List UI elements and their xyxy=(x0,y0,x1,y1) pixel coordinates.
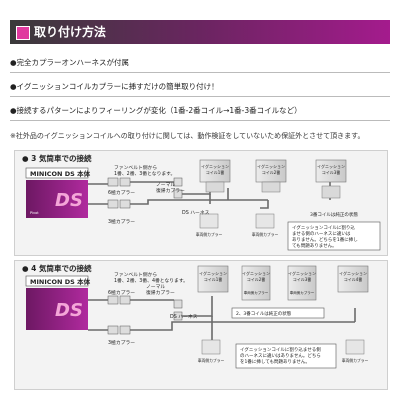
divider xyxy=(10,96,390,97)
svg-text:車両側カプラー: 車両側カプラー xyxy=(244,290,269,295)
svg-text:コイル3番: コイル3番 xyxy=(293,276,312,282)
normal-return-label: 復帰カプラー xyxy=(156,187,185,194)
svg-text:イグニッション: イグニッション xyxy=(339,270,367,276)
svg-text:コイル2番: コイル2番 xyxy=(247,276,266,282)
vehicle-coupler-label: 車両側カプラー xyxy=(342,358,369,363)
caution-box xyxy=(287,221,381,251)
svg-text:イグニッション: イグニッション xyxy=(317,163,345,169)
coil-icon: イグニッション コイル1番 xyxy=(199,159,231,193)
fanbelt-note: ファンベルト側から xyxy=(114,271,157,278)
normal-return-label: 復帰カプラー xyxy=(146,289,175,296)
harness-label: DS ハーネス xyxy=(170,314,198,320)
vehicle-coupler-label: 車両側カプラー xyxy=(252,232,279,237)
caution-line: ありません。どちらを1番に挿し xyxy=(292,236,358,243)
caution-line: イグニッションコイルに割り込ませる側 xyxy=(240,346,321,353)
svg-text:コイル1番: コイル1番 xyxy=(204,276,223,282)
minicon-ds-device-icon: MINICON DS 本体 DS xyxy=(25,275,91,330)
unit-label: MINICON DS 本体 xyxy=(30,169,91,178)
coil-icon: イグニッション コイル1番 xyxy=(197,265,229,293)
svg-text:コイル3番: コイル3番 xyxy=(322,169,341,175)
fanbelt-note: 1番、2番、3番となります。 xyxy=(114,170,175,177)
svg-text:DS: DS xyxy=(55,190,83,211)
caution-line: を1番に挿しても問題ありません。 xyxy=(240,358,310,365)
svg-text:コイル4番: コイル4番 xyxy=(344,276,363,282)
svg-text:コイル2番: コイル2番 xyxy=(262,169,281,175)
coil23-note-box xyxy=(231,307,325,319)
bullet-feeling-change: ●接続するパターンによりフィーリングが変化（1番-2番コイル→1番-3番コイルな… xyxy=(10,106,302,115)
coil-icon: イグニッション コイル4番 xyxy=(337,265,369,293)
vehicle-coupler-label: 車両側カプラー xyxy=(196,232,223,237)
caution-line: のハーネスに違いはありません。どちら xyxy=(240,352,321,359)
divider xyxy=(10,72,390,73)
normal-return-label: ノーマル xyxy=(146,284,165,290)
caution-line: イグニッションコイルに割り込 xyxy=(292,224,355,231)
bullet-coupler-on: ●完全カプラーオンハーネスが付属 xyxy=(10,58,130,67)
coil-icon: イグニッション コイル3番 xyxy=(315,159,347,199)
caution-line: ませる側のハーネスに違いは xyxy=(292,230,351,237)
coil-icon: イグニッション コイル2番 xyxy=(255,159,287,193)
coupler6-label: 6極カプラー xyxy=(108,289,135,296)
header-square-icon xyxy=(16,26,30,40)
bullet-easy-install: ●イグニッションコイルカプラーに挿すだけの簡単取り付け！ xyxy=(10,82,219,91)
svg-text:イグニッション: イグニッション xyxy=(199,270,227,276)
svg-text:コイル1番: コイル1番 xyxy=(206,169,225,175)
page-title: 取り付け方法 xyxy=(34,25,107,39)
svg-text:イグニッション: イグニッション xyxy=(288,270,316,276)
coupler3-label: 3極カプラー xyxy=(108,339,135,346)
svg-text:Pivot: Pivot xyxy=(30,211,39,215)
four-cyl-title: ● 4 気筒車での接続 xyxy=(22,263,92,273)
coupler6-label: 6極カプラー xyxy=(108,189,135,196)
header-bar xyxy=(10,20,390,44)
coil-icon: イグニッション コイル2番 車両側カプラー xyxy=(241,265,271,301)
coupler3-label: 3極カプラー xyxy=(108,218,135,225)
svg-text:イグニッション: イグニッション xyxy=(201,163,229,169)
svg-text:イグニッション: イグニッション xyxy=(242,270,270,276)
coil3-note: 3番コイルは純正の状態 xyxy=(310,211,358,218)
fanbelt-note: 1番、2番、3番、4番となります。 xyxy=(114,277,188,284)
svg-text:DS: DS xyxy=(55,300,83,321)
section-header: 取り付け方法 xyxy=(0,0,400,48)
coil23-note: 2、3番コイルは純正の状態 xyxy=(236,310,292,317)
unit-label: MINICON DS 本体 xyxy=(30,277,91,286)
normal-return-label: ノーマル xyxy=(156,182,175,188)
harness-label: DS ハーネス xyxy=(182,210,210,216)
svg-text:イグニッション: イグニッション xyxy=(257,163,285,169)
divider xyxy=(10,120,390,121)
minicon-ds-device-icon: MINICON DS 本体 DS Pivot xyxy=(25,167,91,218)
coil-icon: イグニッション コイル3番 車両側カプラー xyxy=(287,265,317,301)
three-cyl-title: ● 3 気筒車での接続 xyxy=(22,153,92,163)
svg-text:車両側カプラー: 車両側カプラー xyxy=(290,290,315,295)
warranty-note: ※社外品のイグニッションコイルへの取り付けに関しては、動作検証をしていないため保… xyxy=(10,132,365,140)
caution-line: ても問題ありません。 xyxy=(292,243,337,249)
caution-box xyxy=(235,343,337,369)
vehicle-coupler-label: 車両側カプラー xyxy=(198,358,225,363)
fanbelt-note: ファンベルト側から xyxy=(114,164,157,171)
